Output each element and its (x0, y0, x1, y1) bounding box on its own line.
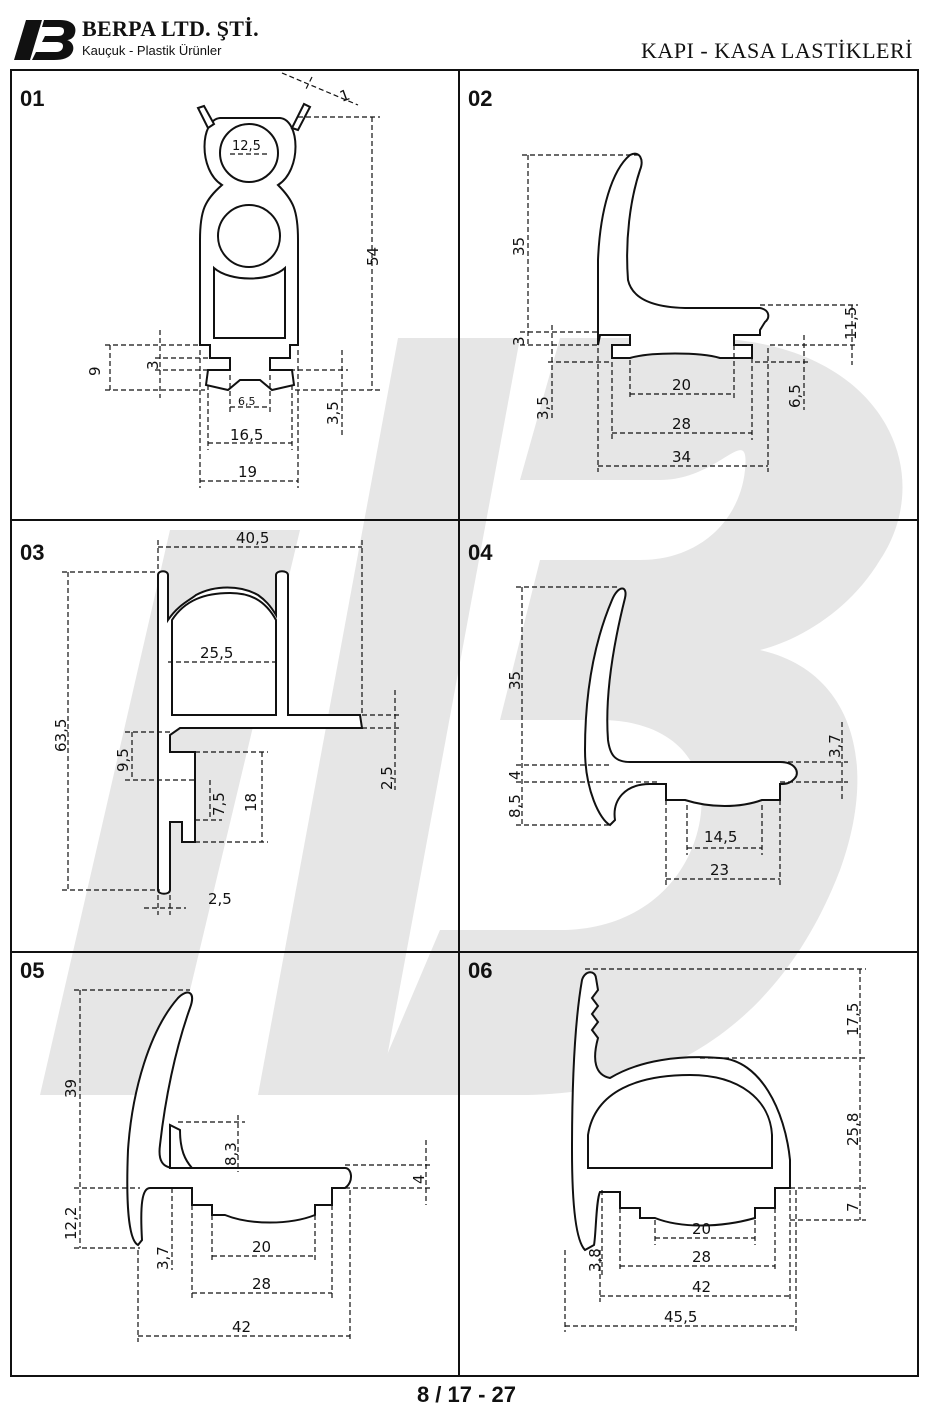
page-number: 8 / 17 - 27 (416, 1382, 517, 1407)
dim-04-step: 4 (506, 770, 524, 780)
dim-06-outer-width: 42 (692, 1278, 711, 1296)
panel-number-03: 03 (20, 540, 45, 565)
dim-04-base-height: 8,5 (506, 794, 524, 818)
berpa-logo (14, 20, 76, 60)
dim-01-thickness: 1 (337, 86, 352, 106)
profile-03-drawing: 40,5 25,5 63,5 9,5 2,5 7,5 18 2,5 (52, 529, 402, 915)
page-header: BERPA LTD. ŞTİ. Kauçuk - Plastik Ürünler… (0, 0, 933, 70)
dim-01-foot-height: 3,5 (324, 401, 342, 425)
dim-01-slot-width: 6,5 (238, 395, 256, 408)
dim-01-base-height: 9 (86, 366, 104, 376)
dim-06-inner-width: 20 (692, 1220, 711, 1238)
dim-05-foot: 3,7 (154, 1246, 172, 1270)
panel-number-01: 01 (20, 86, 45, 111)
dim-02-right-foot: 6,5 (786, 384, 804, 408)
dim-03-leg-height: 18 (242, 793, 260, 812)
panel-number-02: 02 (468, 86, 493, 111)
dim-01-total-width: 19 (238, 463, 257, 481)
dim-02-mid-width: 28 (672, 415, 691, 433)
grid-divider-row-1 (10, 519, 919, 521)
document-title: KAPI - KASA LASTİKLERİ (641, 38, 913, 63)
dim-02-total-width: 34 (672, 448, 691, 466)
panel-number-06: 06 (468, 958, 493, 983)
panel-number-05: 05 (20, 958, 45, 983)
profile-05-drawing: 39 8,3 4 12,2 3,7 20 28 42 (62, 989, 432, 1342)
dim-03-step: 9,5 (114, 748, 132, 772)
profile-02-drawing: 35 3 11,5 3,5 20 6,5 28 34 (510, 152, 860, 472)
dim-02-right-height: 11,5 (842, 307, 860, 340)
dim-01-neck: 3 (144, 360, 162, 370)
dim-02-lip-height: 35 (510, 237, 528, 256)
dim-06-total-width: 45,5 (664, 1308, 697, 1326)
dim-02-foot: 3,5 (534, 396, 552, 420)
dim-03-width: 40,5 (236, 529, 269, 547)
profile-01-drawing: 1 12,5 54 9 3 6,5 16,5 3,5 19 (86, 72, 382, 488)
dim-05-tab-height: 8,3 (222, 1142, 240, 1166)
dim-04-lip-height: 35 (506, 671, 524, 690)
profile-04-drawing: 35 3,7 4 8,5 14,5 23 (506, 586, 848, 885)
dim-05-total-width: 42 (232, 1318, 251, 1336)
dim-03-inner-width: 25,5 (200, 644, 233, 662)
catalog-grid-frame (10, 69, 919, 1377)
dim-01-height: 54 (364, 247, 382, 266)
dim-04-total-width: 23 (710, 861, 729, 879)
company-name: BERPA LTD. ŞTİ. (82, 16, 259, 41)
grid-divider-row-2 (10, 951, 919, 953)
dim-05-inner-width: 20 (252, 1238, 271, 1256)
dim-06-mid-width: 28 (692, 1248, 711, 1266)
profile-06-drawing: 17,5 25,8 7 3,8 20 28 42 45,5 (564, 968, 866, 1332)
dim-06-bulb-height: 25,8 (844, 1113, 862, 1146)
dim-06-foot: 3,8 (586, 1248, 604, 1272)
dim-03-leg-gap: 7,5 (210, 792, 228, 816)
grid-divider-vertical (458, 69, 460, 1377)
company-tagline: Kauçuk - Plastik Ürünler (82, 43, 222, 58)
dim-05-right-height: 4 (410, 1174, 428, 1184)
dim-01-circle-dia: 12,5 (232, 139, 261, 154)
dim-06-base-height: 7 (844, 1202, 862, 1212)
dim-02-inner-width: 20 (672, 376, 691, 394)
dim-03-wall: 2,5 (208, 890, 232, 908)
dim-04-right-height: 3,7 (826, 734, 844, 758)
dim-01-foot-width: 16,5 (230, 426, 263, 444)
dim-05-base-height: 12,2 (62, 1207, 80, 1240)
dim-05-mid-width: 28 (252, 1275, 271, 1293)
dim-04-inner-width: 14,5 (704, 828, 737, 846)
dim-03-height: 63,5 (52, 719, 70, 752)
dim-06-lip-height: 17,5 (844, 1003, 862, 1036)
panel-number-04: 04 (468, 540, 493, 565)
dim-02-base: 3 (510, 336, 528, 346)
dim-03-flange: 2,5 (378, 766, 396, 790)
dim-05-lip-height: 39 (62, 1079, 80, 1098)
